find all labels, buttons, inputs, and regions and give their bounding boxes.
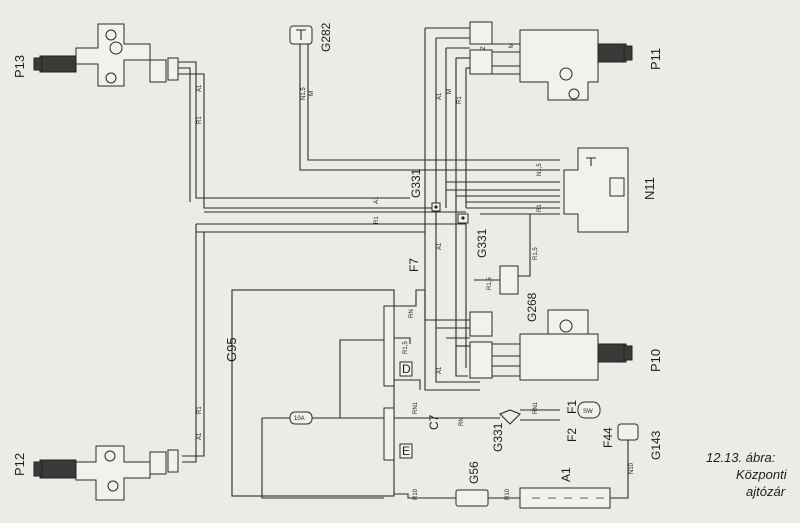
p13-label: P13 [12, 55, 27, 78]
g282-label: G282 [319, 22, 333, 52]
connector-e-label: E [402, 444, 410, 458]
n11-control-unit [563, 147, 629, 233]
wire-code: N1,5 [301, 87, 307, 100]
a1-connector-block [519, 487, 611, 509]
f2-label: F2 [565, 428, 579, 442]
wire-code: R1 [374, 216, 380, 224]
g95-label: G95 [224, 337, 239, 362]
wire-harness [176, 27, 629, 499]
f1-label: F1 [565, 400, 579, 414]
splice-g331-lower [499, 409, 521, 425]
p12-label: P12 [12, 453, 27, 476]
f44-switch [577, 401, 601, 419]
g56-connector [455, 489, 489, 507]
wire-code: R1 [537, 204, 543, 212]
g331-upper-label: G331 [409, 168, 423, 198]
p11-label: P11 [648, 48, 663, 70]
wire-code: RN1 [533, 401, 539, 414]
connector-d-label: D [402, 362, 411, 376]
p11-door-actuator [469, 21, 633, 101]
wire-code: N10 [629, 462, 635, 474]
wire-code: R10 [505, 488, 511, 500]
wire-code: RN1 [413, 401, 419, 414]
a1-label: A1 [559, 467, 573, 482]
splice-g331-upper [431, 202, 441, 212]
g331-middle-label: G331 [475, 228, 489, 258]
wire-code: N1,5 [537, 163, 543, 176]
wire-code: A1 [437, 366, 443, 374]
wire-code: RN [409, 309, 415, 318]
wire-code: M [447, 89, 453, 94]
g143-label: G143 [649, 430, 663, 460]
wire-code: RN [459, 417, 465, 426]
f44-label: F44 [601, 427, 615, 448]
wire-code: A1 [197, 432, 203, 440]
caption-line-1: 12.13. ábra: [706, 450, 776, 465]
splice-g331-middle [457, 213, 469, 224]
wire-code: A1 [437, 242, 443, 250]
g331-lower-label: G331 [491, 422, 505, 452]
p10-label: P10 [648, 349, 663, 372]
wire-code: A1 [197, 84, 203, 92]
g268-label: G268 [525, 292, 539, 322]
caption-line-2: Központi [736, 467, 788, 482]
g282-ground-terminal [289, 25, 313, 45]
wire-code: R1 [197, 116, 203, 124]
c7-label: C7 [427, 414, 441, 430]
g143-ground-terminal [617, 423, 639, 441]
g268-connector [499, 265, 519, 295]
wire-code: R10 [413, 488, 419, 500]
figure-caption: 12.13. ábra: Központi ajtózár [706, 450, 788, 499]
n11-label: N11 [642, 177, 657, 200]
wire-code: R1,5 [533, 247, 539, 260]
p10-door-actuator [469, 309, 633, 381]
wire-code: R1 [457, 96, 463, 104]
sw-label: SW [583, 409, 593, 415]
p13-door-actuator [33, 23, 179, 87]
g56-label: G56 [467, 461, 481, 484]
g95-unit [231, 289, 413, 497]
wire-code: Z [481, 46, 487, 50]
p12-door-actuator [33, 445, 179, 501]
f7-label: F7 [407, 258, 421, 272]
fuse-10a-label: 10A [294, 416, 305, 422]
wire-code: R1,5 [403, 341, 409, 354]
caption-line-3: ajtózár [746, 484, 786, 499]
wire-code: R1,5 [487, 277, 493, 290]
wire-code: A1 [374, 196, 380, 204]
fuse-10a [289, 411, 313, 425]
wire-code: R1 [197, 406, 203, 414]
wire-code: M [309, 91, 315, 96]
wire-code: A1 [437, 92, 443, 100]
wire-code: M [509, 43, 515, 48]
